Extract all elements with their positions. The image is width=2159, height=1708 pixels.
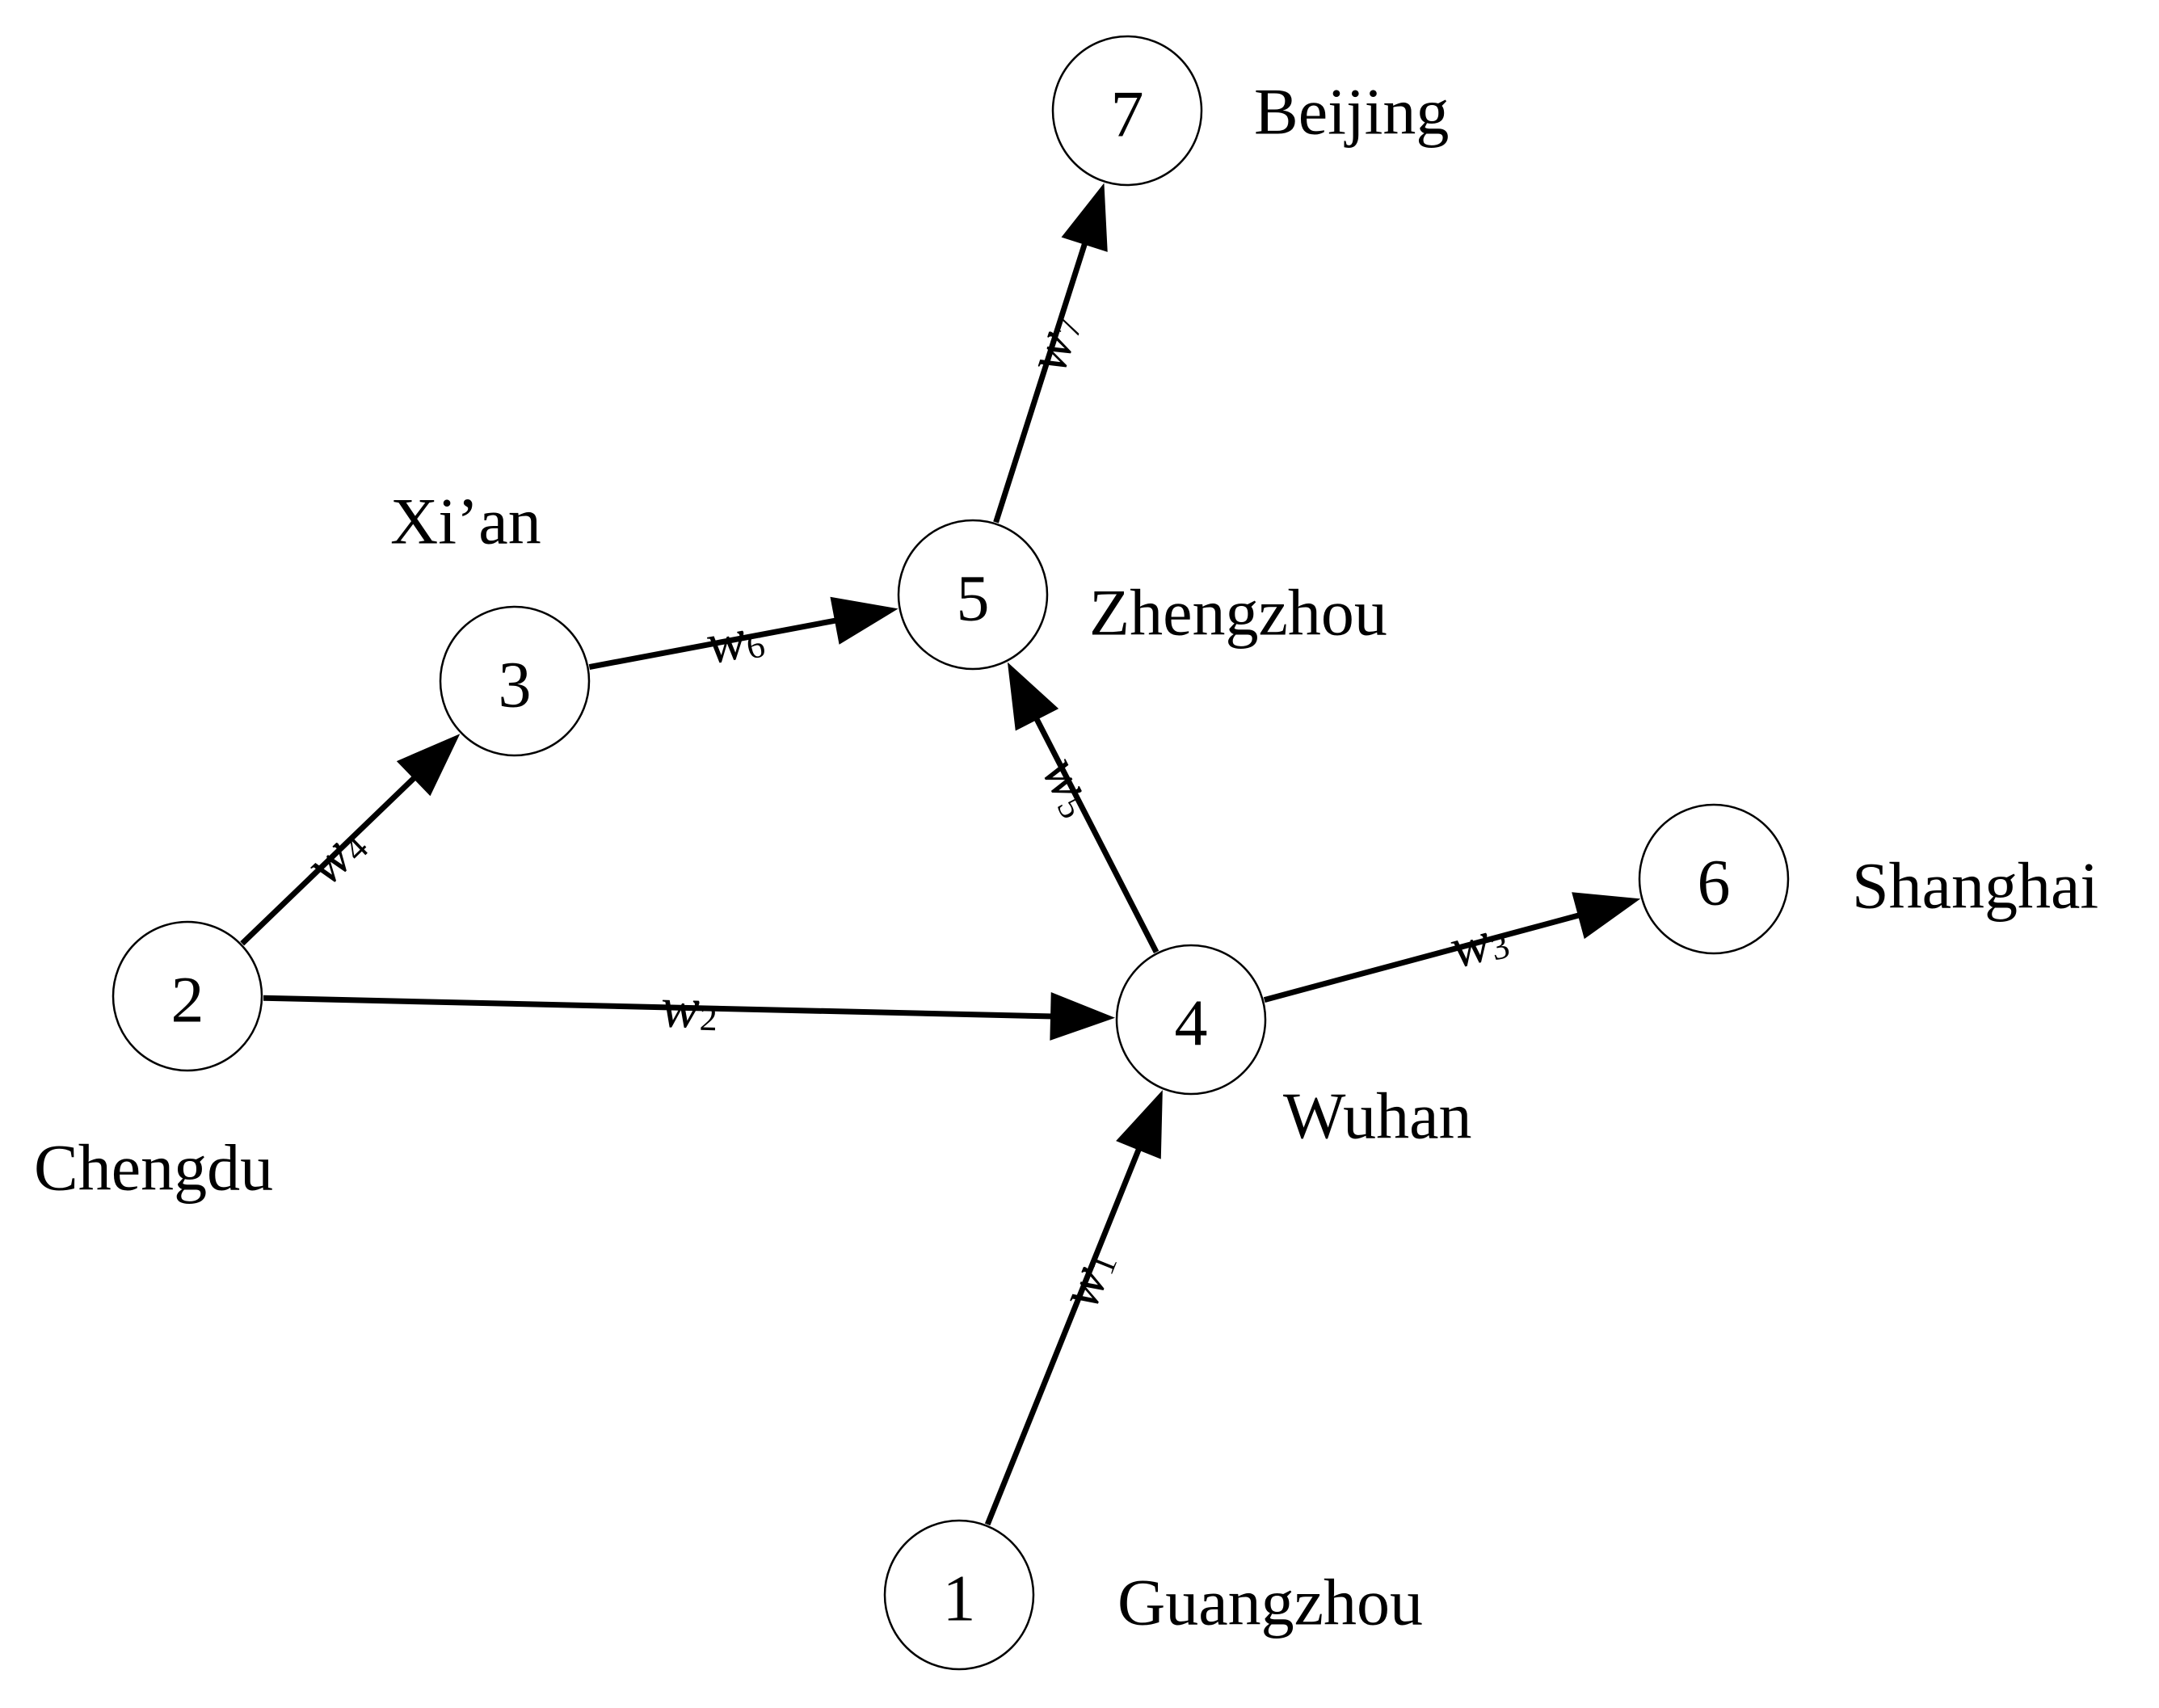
weight-symbol: w [1443, 908, 1497, 981]
city-label-7: Beijing [1254, 75, 1449, 149]
node-circle [439, 605, 591, 757]
edge-line [240, 774, 418, 946]
arrow-head [1050, 991, 1116, 1041]
edge-3-5: w6 [588, 596, 899, 677]
node-number: 4 [1175, 987, 1208, 1060]
arrow-head [1116, 1090, 1163, 1159]
edge-4-5: w5 [1007, 662, 1159, 953]
city-label-2: Chengdu [34, 1131, 273, 1205]
edge-line [263, 995, 1054, 1020]
arrow-head [396, 734, 461, 797]
edge-weight-label: w1 [1046, 1240, 1127, 1317]
weight-symbol: w [660, 975, 701, 1041]
node-number: 6 [1698, 846, 1731, 919]
node-circle [112, 920, 263, 1072]
node-2: 2 [112, 920, 263, 1072]
nodes-layer: 1 2 3 4 5 6 7 [112, 35, 1790, 1671]
city-label-3: Xi’an [390, 485, 541, 558]
edge-5-7: w7 [993, 183, 1108, 524]
arrow-head [830, 596, 899, 645]
node-number: 1 [943, 1562, 976, 1635]
weight-symbol: w [701, 606, 751, 677]
edge-weight-label: w3 [1443, 904, 1514, 981]
node-circle [883, 1519, 1035, 1671]
edge-weight-label: w7 [1014, 306, 1092, 380]
edge-1-4: w1 [984, 1090, 1163, 1526]
edge-line [993, 240, 1088, 524]
city-label-1: Guangzhou [1117, 1566, 1423, 1639]
edge-weight-label: w6 [701, 603, 768, 677]
edge-weight-label: w5 [1029, 746, 1113, 826]
node-circle [1051, 35, 1203, 187]
node-6: 6 [1638, 803, 1790, 955]
node-number: 5 [957, 562, 990, 635]
arrow-head [1572, 892, 1641, 940]
edge-2-3: w4 [240, 734, 461, 946]
node-circle [1638, 803, 1790, 955]
arrow-head [1061, 183, 1108, 252]
weight-subscript: 2 [699, 998, 718, 1038]
node-4: 4 [1115, 944, 1267, 1096]
node-number: 7 [1111, 78, 1144, 151]
city-label-4: Wuhan [1283, 1079, 1472, 1153]
edge-4-6: w3 [1263, 892, 1641, 1003]
node-number: 3 [499, 648, 532, 721]
city-label-6: Shanghai [1852, 849, 2098, 923]
node-3: 3 [439, 605, 591, 757]
node-7: 7 [1051, 35, 1203, 187]
edge-2-4: w2 [263, 975, 1116, 1041]
edge-line [1033, 715, 1159, 953]
edge-weight-label: w2 [660, 975, 718, 1041]
arrow-head [1007, 662, 1059, 731]
edge-line [588, 617, 839, 671]
node-number: 2 [171, 963, 204, 1037]
city-label-5: Zhengzhou [1089, 576, 1387, 650]
edge-line [1263, 911, 1582, 1003]
node-circle [897, 519, 1049, 671]
node-circle [1115, 944, 1267, 1096]
edge-line [984, 1146, 1143, 1526]
node-1: 1 [883, 1519, 1035, 1671]
node-5: 5 [897, 519, 1049, 671]
